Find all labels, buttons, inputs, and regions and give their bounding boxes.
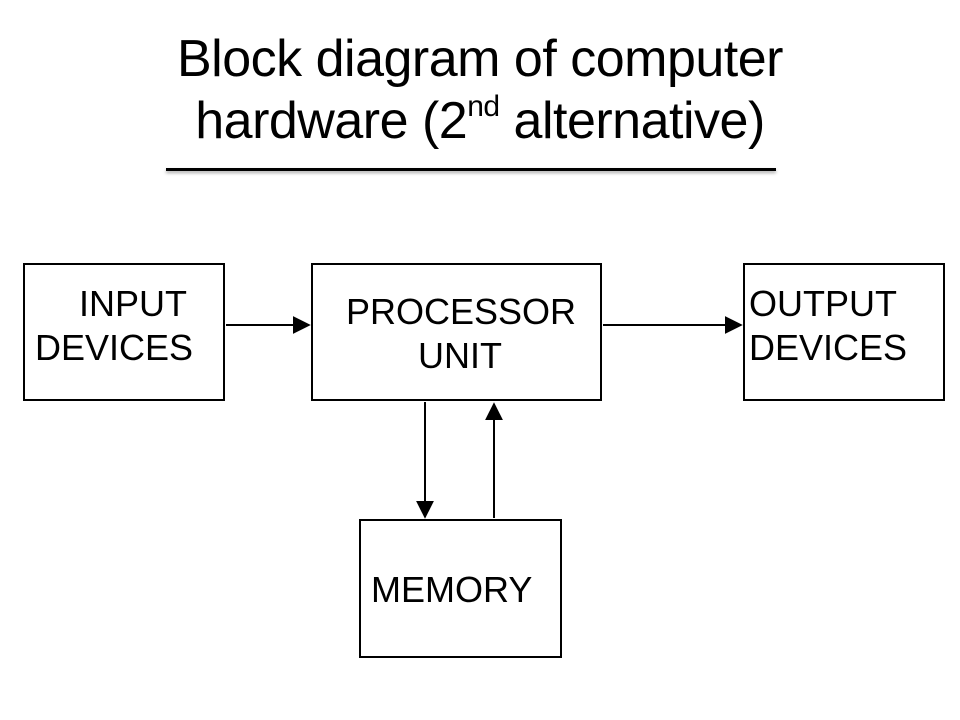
- title-line-2-start: hardware (2: [195, 92, 468, 150]
- title-line-2-end: alternative): [499, 92, 766, 150]
- memory-label-line-1: MEMORY: [371, 569, 533, 610]
- processor-unit-label: PROCESSOR UNIT: [311, 290, 605, 378]
- output-devices-label-line-1: OUTPUT: [749, 283, 897, 324]
- input-devices-label-line-2: DEVICES: [35, 327, 194, 368]
- title-line-1: Block diagram of computer: [177, 30, 784, 88]
- output-devices-label: OUTPUT DEVICES: [743, 282, 945, 370]
- title-superscript: nd: [467, 89, 500, 123]
- output-devices-label-line-2: DEVICES: [749, 327, 908, 368]
- title-line-2: hardware (2nd alternative): [0, 90, 960, 152]
- slide-title: Block diagram of computer hardware (2nd …: [0, 28, 960, 152]
- processor-unit-label-line-2: UNIT: [418, 335, 502, 376]
- input-devices-block: [23, 263, 225, 401]
- input-devices-label: INPUT DEVICES: [23, 282, 241, 370]
- output-devices-block: [743, 263, 945, 401]
- processor-unit-block: [311, 263, 602, 401]
- memory-label: MEMORY: [359, 568, 562, 612]
- memory-block: [359, 519, 562, 658]
- title-underline: [166, 168, 776, 171]
- input-devices-label-line-1: INPUT: [79, 283, 187, 324]
- processor-unit-label-line-1: PROCESSOR: [345, 291, 577, 332]
